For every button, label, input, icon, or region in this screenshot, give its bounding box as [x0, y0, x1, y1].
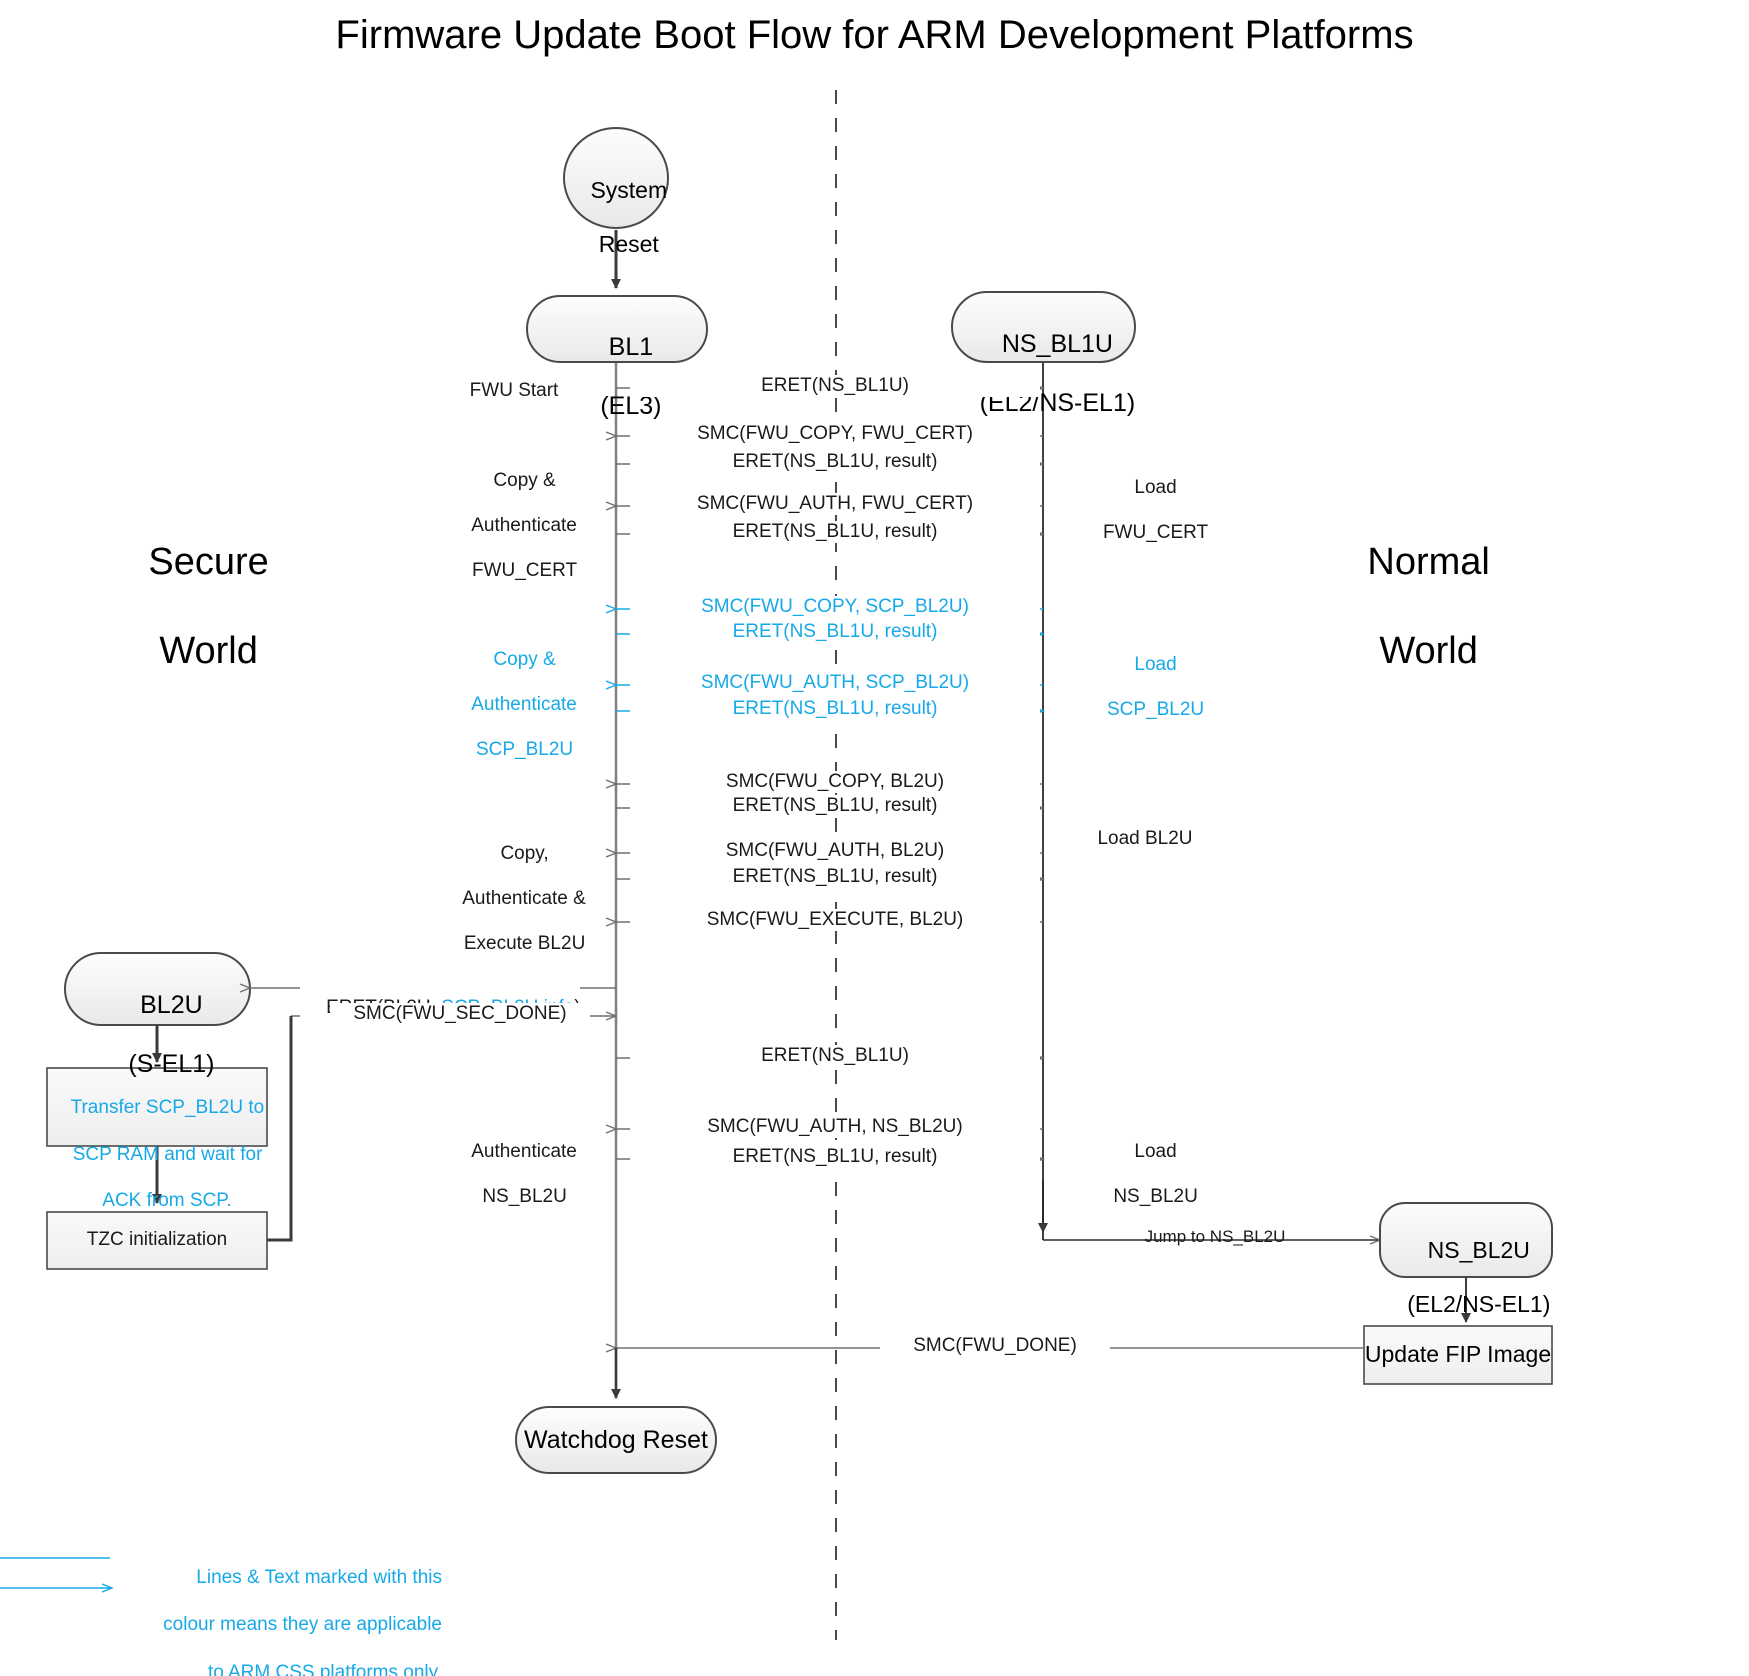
b2-l2: SCP_BL2U — [1106, 699, 1205, 721]
a3-l3: SCP_BL2U — [475, 739, 574, 761]
b4-l1: Load — [1134, 1141, 1177, 1163]
msg-label-m9: ERET(NS_BL1U, result) — [630, 698, 1040, 721]
b4-l2: NS_BL2U — [1113, 1186, 1198, 1208]
left-annotation-fwu-start: FWU Start — [469, 380, 559, 401]
bl2u-line2: (S-EL1) — [128, 1049, 215, 1078]
msg-label-m2: SMC(FWU_COPY, FWU_CERT) — [630, 423, 1040, 446]
bl2u-line1: BL2U — [140, 990, 203, 1019]
msg-label-m21: SMC(FWU_DONE) — [880, 1335, 1110, 1358]
node-system-reset-label[interactable]: System Reset — [536, 150, 696, 286]
normal-world-line2: World — [1379, 630, 1478, 673]
box-tzc-init-label: TZC initialization — [86, 1229, 228, 1250]
node-watchdog-reset — [515, 1406, 717, 1474]
msg-label-m10: SMC(FWU_COPY, BL2U) — [630, 771, 1040, 794]
legend-lines: Lines & Text marked with this colour mea… — [128, 1542, 442, 1676]
msg-label-m20: Jump to NS_BL2U — [1144, 1227, 1286, 1246]
a3-l2: Authenticate — [471, 694, 577, 716]
left-annotation-authenticate-ns-bl2u: Authenticate NS_BL2U — [424, 1119, 604, 1231]
connector-tzc-to-sec-done — [267, 1016, 293, 1242]
node-bl1 — [526, 295, 708, 363]
left-annotation-copy-auth-scp-bl2u: Copy & Authenticate SCP_BL2U — [424, 627, 604, 784]
a3-l1: Copy & — [493, 649, 556, 671]
right-annotation-load-scp-bl2u: Load SCP_BL2U — [1060, 632, 1230, 744]
a5-l1: Authenticate — [471, 1141, 577, 1163]
msg-label-m11: ERET(NS_BL1U, result) — [630, 795, 1040, 818]
node-bl2u-label[interactable]: BL2U (S-EL1) — [65, 961, 250, 1109]
msg-label-m5: ERET(NS_BL1U, result) — [630, 521, 1040, 544]
legend-line2: colour means they are applicable — [163, 1614, 442, 1636]
msg-label-m18: SMC(FWU_AUTH, NS_BL2U) — [630, 1116, 1040, 1139]
msg-label-m4: SMC(FWU_AUTH, FWU_CERT) — [630, 493, 1040, 516]
ns-bl2u-line1: NS_BL2U — [1427, 1237, 1530, 1264]
a4-l1: Copy, — [500, 843, 549, 865]
node-ns-bl1u — [951, 291, 1136, 363]
a5-l2: NS_BL2U — [482, 1186, 567, 1208]
box-transfer-scp — [46, 1067, 268, 1147]
transfer-line3: ACK from SCP. — [102, 1189, 232, 1211]
box-tzc-init — [46, 1211, 268, 1270]
msg-label-m16: SMC(FWU_SEC_DONE) — [330, 1003, 590, 1026]
system-reset-line1: System — [590, 177, 668, 204]
msg-label-m8: SMC(FWU_AUTH, SCP_BL2U) — [630, 672, 1040, 695]
transfer-line2: SCP RAM and wait for — [72, 1143, 263, 1165]
a2-l3: FWU_CERT — [471, 560, 578, 582]
msg-label-m19: ERET(NS_BL1U, result) — [630, 1146, 1040, 1169]
msg-label-m14: SMC(FWU_EXECUTE, BL2U) — [630, 909, 1040, 932]
page-title: Firmware Update Boot Flow for ARM Develo… — [335, 13, 1414, 57]
msg-label-m17: ERET(NS_BL1U) — [630, 1045, 1040, 1068]
left-annotation-copy-auth-exec-bl2u: Copy, Authenticate & Execute BL2U — [410, 821, 618, 978]
a2-l1: Copy & — [493, 470, 556, 492]
node-watchdog-reset-label[interactable]: Watchdog Reset — [524, 1426, 708, 1454]
system-reset-line2: Reset — [598, 231, 659, 258]
msg-label-m13: ERET(NS_BL1U, result) — [630, 866, 1040, 889]
msg-label-m6: SMC(FWU_COPY, SCP_BL2U) — [630, 596, 1040, 619]
legend-line1: Lines & Text marked with this — [196, 1566, 442, 1588]
right-annotation-load-ns-bl2u: Load NS_BL2U — [1060, 1119, 1230, 1231]
left-annotation-copy-auth-fwu-cert: Copy & Authenticate FWU_CERT — [424, 448, 604, 605]
secure-world-label: Secure World — [55, 495, 320, 719]
msg-label-m12: SMC(FWU_AUTH, BL2U) — [630, 840, 1040, 863]
msg-label-m7: ERET(NS_BL1U, result) — [630, 621, 1040, 644]
b1-l1: Load — [1134, 477, 1177, 499]
legend-text — [130, 1375, 442, 1420]
bl1-line1: BL1 — [608, 332, 654, 361]
right-annotation-load-fwu-cert: Load FWU_CERT — [1060, 455, 1230, 567]
secure-world-line1: Secure — [148, 540, 269, 583]
legend-line3: to ARM CSS platforms only. — [207, 1661, 442, 1676]
ns-bl2u-line2: (EL2/NS-EL1) — [1407, 1291, 1551, 1318]
a4-l2: Authenticate & — [462, 888, 586, 910]
box-transfer-scp-label: Transfer SCP_BL2U to SCP RAM and wait fo… — [47, 1073, 267, 1235]
normal-world-label: Normal World — [1275, 495, 1540, 719]
node-ns-bl2u-label[interactable]: NS_BL2U (EL2/NS-EL1) — [1372, 1210, 1560, 1346]
transfer-line1: Transfer SCP_BL2U to — [70, 1097, 265, 1119]
msg-label-m1: ERET(NS_BL1U) — [630, 375, 1040, 398]
box-update-fip-label: Update FIP Image — [1364, 1341, 1552, 1367]
a4-l3: Execute BL2U — [463, 933, 586, 955]
ns-bl1u-line1: NS_BL1U — [1001, 329, 1113, 358]
b1-l2: FWU_CERT — [1102, 522, 1209, 544]
node-system-reset — [563, 127, 669, 229]
a2-l2: Authenticate — [471, 515, 577, 537]
b2-l1: Load — [1134, 654, 1177, 676]
secure-world-line2: World — [159, 630, 258, 673]
normal-world-line1: Normal — [1367, 540, 1490, 583]
msg-label-m3: ERET(NS_BL1U, result) — [630, 451, 1040, 474]
box-update-fip — [1363, 1325, 1553, 1385]
right-annotation-load-bl2u: Load BL2U — [1097, 828, 1193, 849]
